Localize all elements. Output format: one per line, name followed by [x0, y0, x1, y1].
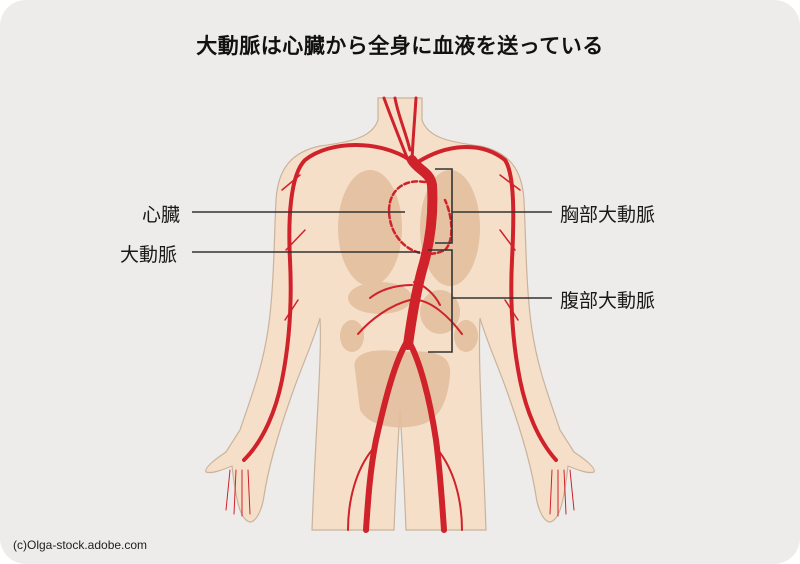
intestines — [354, 350, 451, 428]
liver — [348, 282, 412, 314]
right-lung — [338, 170, 402, 286]
label-thoracic-aorta: 胸部大動脈 — [560, 204, 656, 226]
body-silhouette — [205, 97, 595, 531]
image-credit: (c)Olga-stock.adobe.com — [13, 538, 148, 552]
right-kidney — [340, 320, 364, 352]
left-kidney — [454, 320, 478, 352]
abdominal-bracket — [428, 249, 453, 353]
leader-lines — [192, 168, 552, 353]
thoracic-bracket — [435, 168, 453, 244]
aorta-path — [403, 155, 438, 350]
label-aorta: 大動脈 — [120, 244, 178, 266]
diagram-title: 大動脈は心臓から全身に血液を送っている — [196, 34, 604, 58]
label-abdominal-aorta: 腹部大動脈 — [560, 290, 656, 312]
label-heart: 心臓 — [142, 204, 181, 226]
arteries — [225, 96, 575, 533]
